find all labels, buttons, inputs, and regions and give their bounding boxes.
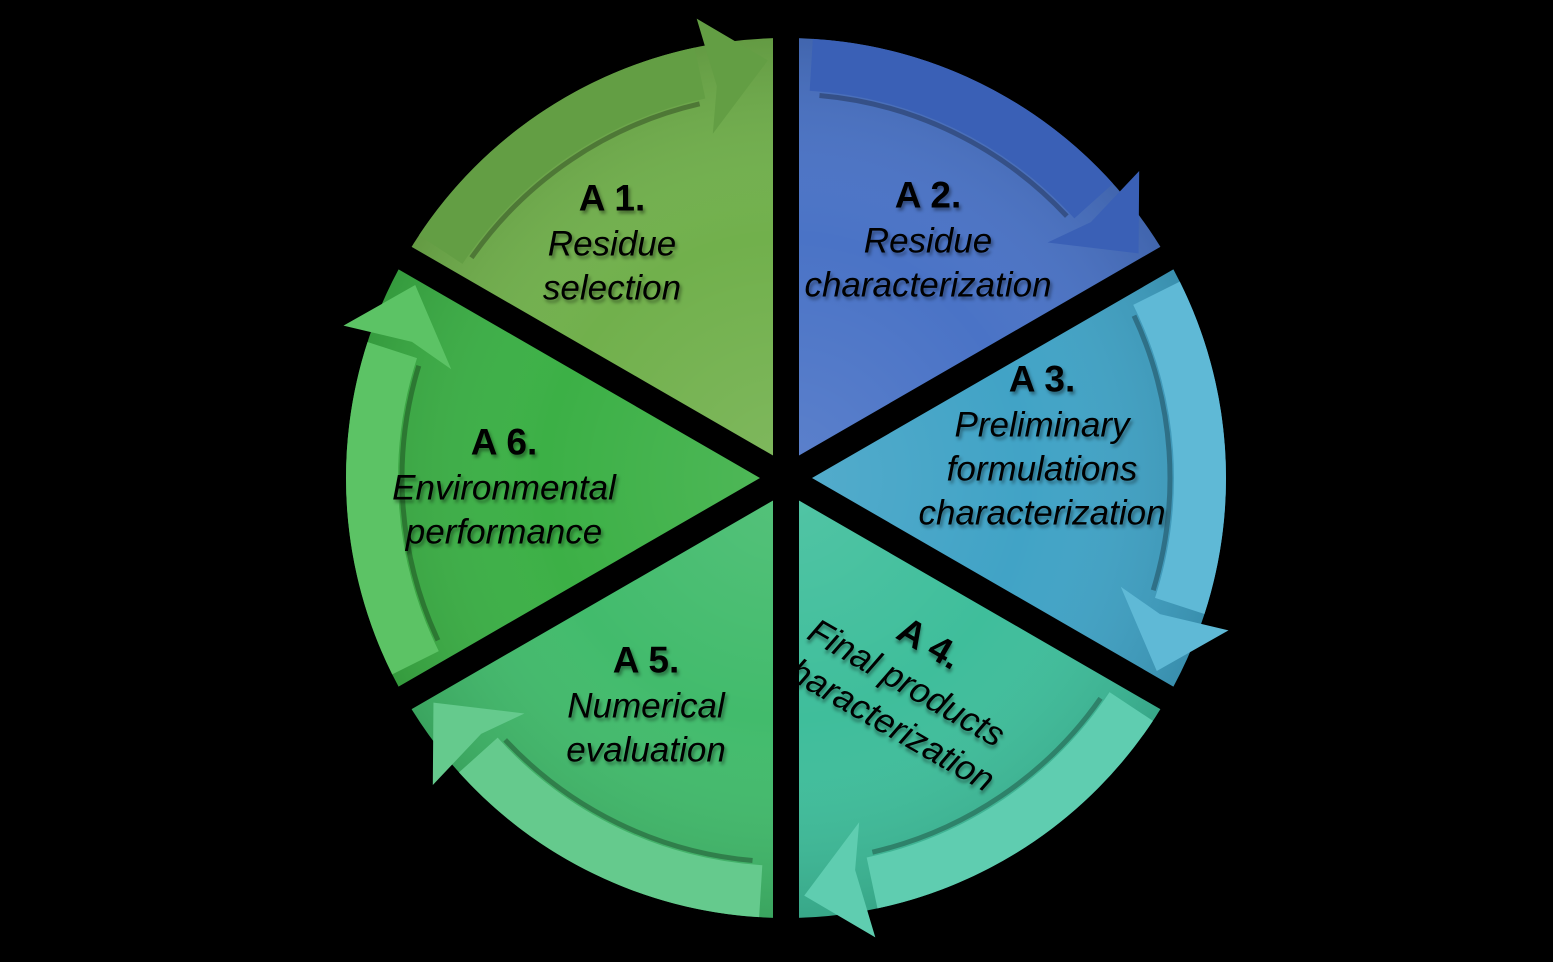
a5-arrow-shadow xyxy=(503,738,753,864)
segment-a4-arrow xyxy=(804,692,1153,938)
segment-heading: A 5. xyxy=(612,639,680,681)
a4-arrowhead-icon xyxy=(804,822,876,938)
segment-label-line: characterization xyxy=(918,493,1166,533)
segment-label-line: Residue xyxy=(863,221,993,261)
segment-a6-arrow xyxy=(343,284,452,675)
segment-a2-label: A 2. Residue characterization xyxy=(804,173,1051,308)
a3-arrow-band xyxy=(1133,281,1226,614)
segment-a3-arrow xyxy=(1120,281,1229,672)
segment-label-line: Environmental xyxy=(392,468,616,508)
a2-arrow-shadow xyxy=(819,92,1069,218)
a1-arrow-band xyxy=(419,47,706,264)
segment-label-line: selection xyxy=(542,268,682,308)
segment-dividers xyxy=(376,13,1196,943)
a6-arrow-shadow xyxy=(399,365,441,642)
segment-a1-label: A 1. Residue selection xyxy=(543,176,681,311)
a5-arrow-band xyxy=(459,737,763,918)
segment-a5-label: A 5. Numerical evaluation xyxy=(566,638,726,773)
segment-a3-label: A 3. Preliminary formulations characteri… xyxy=(918,357,1165,536)
segment-heading: A 2. xyxy=(894,174,962,216)
segment-label-line: Preliminary xyxy=(954,405,1130,445)
segment-a2-arrow xyxy=(809,38,1140,254)
segment-label-line: formulations xyxy=(946,449,1138,489)
segment-a6-label: A 6. Environmental performance xyxy=(392,420,616,555)
segment-heading: A 1. xyxy=(578,177,646,219)
a1-arrow-shadow xyxy=(469,101,701,260)
a4-arrow-shadow xyxy=(871,696,1103,855)
segment-label-line: characterization xyxy=(804,265,1052,305)
a4-arrow-band xyxy=(866,692,1153,909)
segment-heading: A 3. xyxy=(1008,358,1076,400)
a2-arrowhead-icon xyxy=(1047,170,1140,254)
segment-label-line: Numerical xyxy=(567,686,725,726)
segment-heading: A 6. xyxy=(470,421,538,463)
a5-arrowhead-icon xyxy=(432,702,525,786)
segment-a1-arrow xyxy=(419,18,768,264)
segment-label-line: evaluation xyxy=(566,730,726,770)
segment-label-line: Residue xyxy=(547,224,677,264)
a6-arrow-band xyxy=(346,342,439,675)
a3-arrowhead-icon xyxy=(1120,586,1229,672)
a2-arrow-band xyxy=(809,38,1113,219)
segment-a5-arrow xyxy=(432,702,763,918)
a1-arrowhead-icon xyxy=(696,18,768,134)
segment-label-line: performance xyxy=(405,512,603,552)
a6-arrowhead-icon xyxy=(343,284,452,370)
a3-arrow-shadow xyxy=(1131,314,1173,591)
